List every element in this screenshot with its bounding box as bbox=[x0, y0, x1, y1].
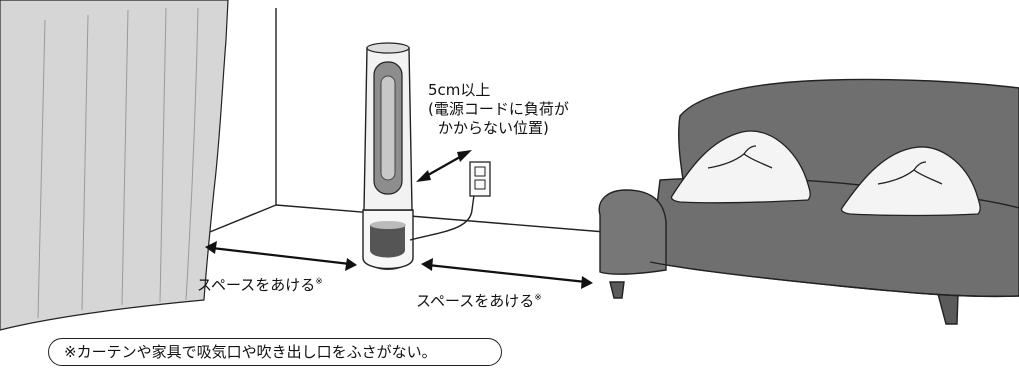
space-label-left-mark: ※ bbox=[315, 277, 323, 287]
clearance-label-line2: (電源コードに負荷が bbox=[428, 100, 569, 118]
space-arrow-right bbox=[421, 258, 593, 289]
footnote-box bbox=[48, 338, 502, 366]
space-label-left: スペースをあける※ bbox=[197, 273, 323, 294]
clearance-label-line1: 5cm以上 bbox=[428, 81, 491, 99]
tower-fan bbox=[362, 42, 414, 270]
space-arrow-left bbox=[205, 241, 357, 271]
cushion-left bbox=[670, 130, 811, 204]
clearance-label-line3: かからない位置) bbox=[438, 119, 549, 137]
space-label-right: スペースをあける※ bbox=[416, 289, 542, 310]
curtain bbox=[0, 0, 229, 331]
room-walls bbox=[199, 8, 606, 237]
space-label-right-text: スペースをあける bbox=[416, 292, 535, 310]
clearance-arrow bbox=[416, 150, 472, 182]
cushion-right bbox=[840, 146, 981, 217]
footnote-text: ※カーテンや家具で吸気口や吹き出し口をふさがない。 bbox=[64, 343, 437, 361]
clearance-label: 5cm以上 (電源コードに負荷が かからない位置) bbox=[428, 81, 569, 138]
wall-outlet bbox=[469, 161, 491, 197]
space-label-left-text: スペースをあける bbox=[197, 276, 316, 294]
space-label-right-mark: ※ bbox=[534, 293, 542, 303]
